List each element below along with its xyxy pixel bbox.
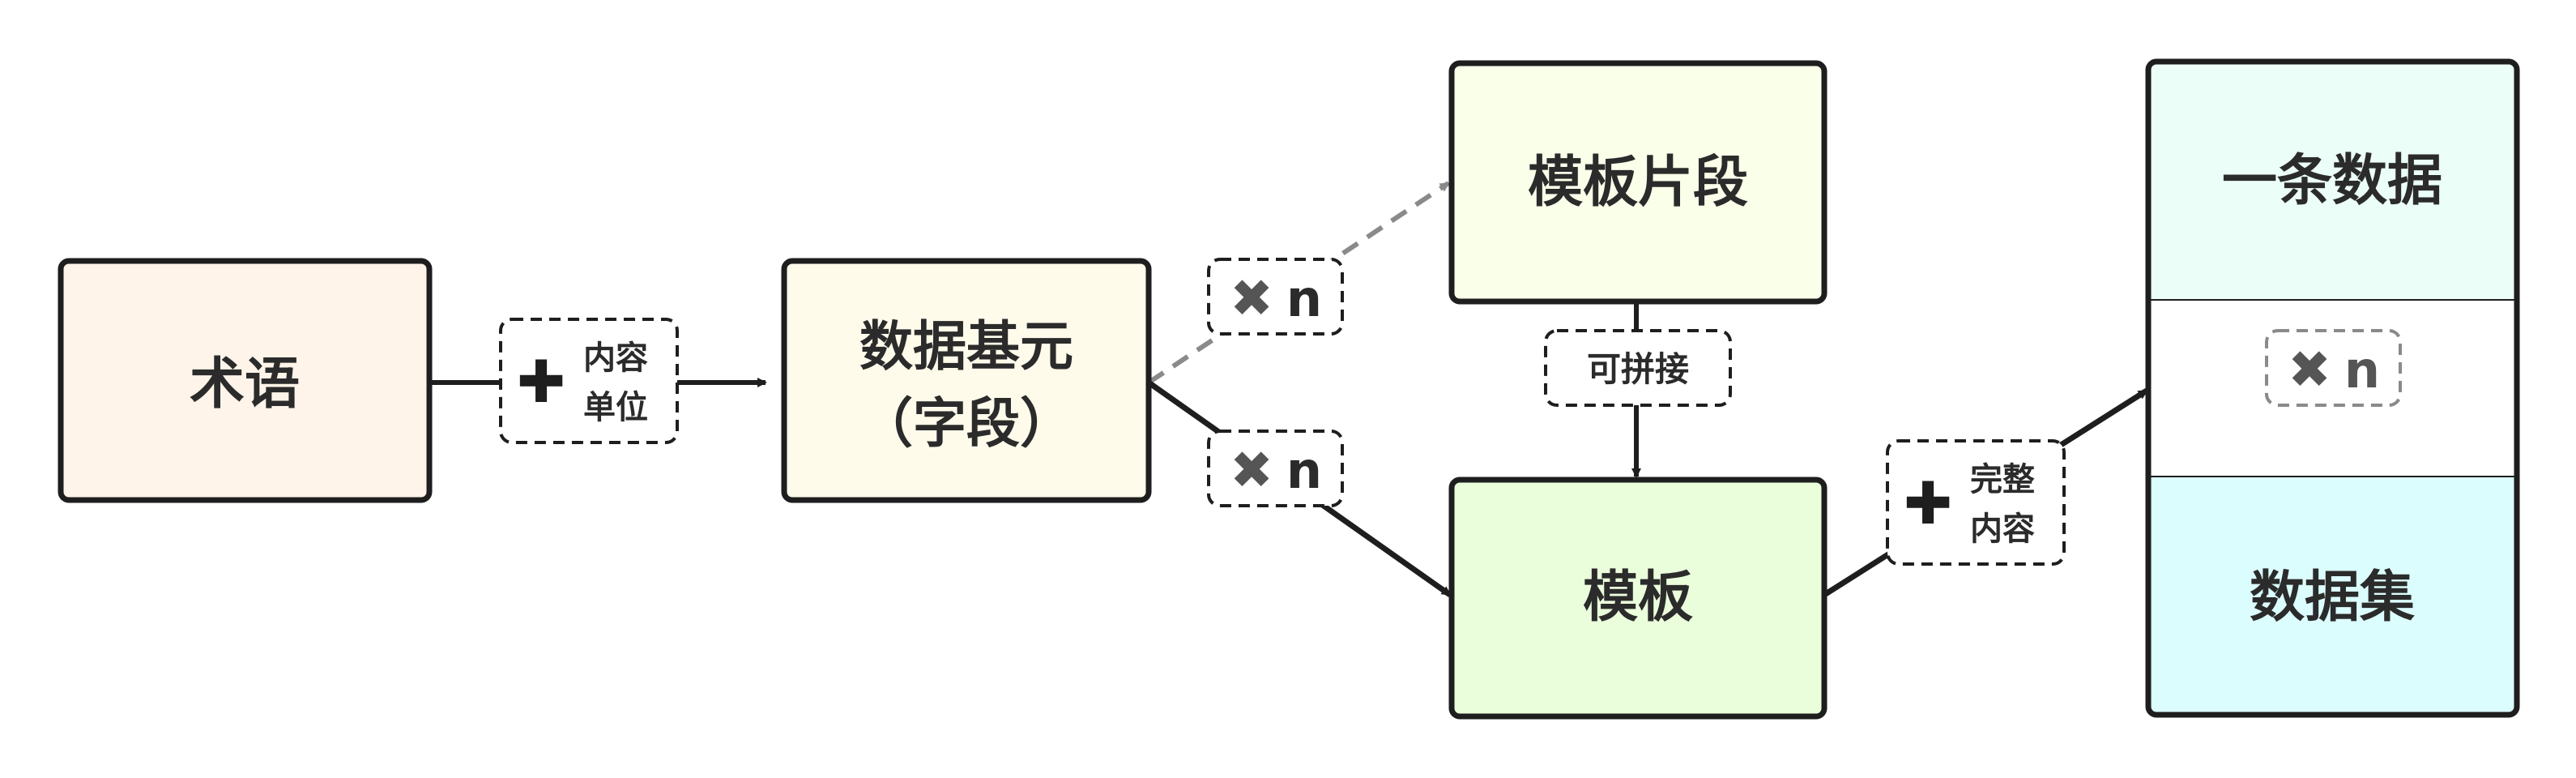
- label-full-content-box: [1886, 439, 2066, 566]
- label-times-n-lower-box: [1207, 430, 1344, 507]
- node-fragment: 模板片段: [1448, 60, 1828, 305]
- times-icon: ✖: [1230, 269, 1273, 329]
- node-term: 术语: [58, 258, 433, 503]
- label-full-content-line1: 完整: [1970, 461, 2035, 498]
- label-times-n-record-text: n: [2344, 340, 2380, 400]
- label-times-n-upper-text: n: [1286, 269, 1322, 328]
- node-dataset-bottom: [2148, 477, 2517, 715]
- label-concat: 可拼接: [1544, 329, 1732, 407]
- label-full-content-line2: 内容: [1970, 511, 2035, 548]
- label-content-unit-line2: 单位: [583, 389, 648, 426]
- node-record-column-border: [2145, 58, 2520, 718]
- label-times-n-record-box: [2265, 329, 2402, 407]
- node-term-box: [58, 258, 433, 503]
- node-fragment-label: 模板片段: [1528, 151, 1748, 215]
- label-full-content: ✚ 完整 内容: [1886, 439, 2066, 566]
- times-icon: ✖: [1230, 441, 1273, 501]
- plus-icon: ✚: [517, 348, 565, 416]
- node-dataset-label: 数据集: [2250, 566, 2415, 630]
- node-field-label-line2: （字段）: [859, 392, 1073, 455]
- node-record-column: 一条数据 数据集: [2145, 58, 2520, 718]
- node-record-label: 一条数据: [2222, 149, 2442, 213]
- node-field-box: [781, 258, 1152, 503]
- node-fragment-box: [1448, 60, 1828, 305]
- label-content-unit-line1: 内容: [583, 340, 648, 377]
- label-content-unit: ✚ 内容 单位: [499, 318, 679, 444]
- label-times-n-record: ✖ n: [2265, 329, 2402, 407]
- label-concat-box: [1544, 329, 1732, 407]
- node-record-top: [2148, 62, 2517, 300]
- label-content-unit-box: [499, 318, 679, 444]
- node-field-label-line1: 数据基元: [859, 315, 1073, 378]
- label-times-n-upper-box: [1207, 258, 1344, 336]
- label-times-n-upper: ✖ n: [1207, 258, 1344, 336]
- node-template-box: [1448, 477, 1828, 720]
- node-template-label: 模板: [1583, 566, 1693, 630]
- node-template: 模板: [1448, 477, 1828, 720]
- label-times-n-lower-text: n: [1286, 441, 1322, 500]
- node-field: 数据基元 （字段）: [781, 258, 1152, 503]
- times-icon: ✖: [2288, 340, 2331, 400]
- node-term-label: 术语: [190, 353, 300, 417]
- plus-icon: ✚: [1904, 469, 1952, 537]
- label-concat-text: 可拼接: [1587, 349, 1689, 389]
- label-times-n-lower: ✖ n: [1207, 430, 1344, 507]
